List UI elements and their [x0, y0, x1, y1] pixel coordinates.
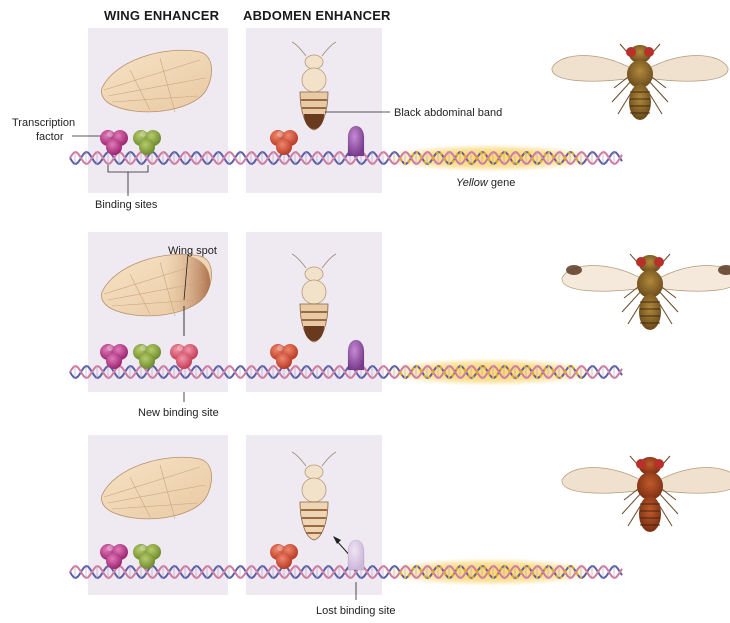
yellow-gene-label: Yellow gene — [456, 177, 515, 189]
wing-enhancer-header: WING ENHANCER — [104, 8, 220, 23]
fly-ancestral — [552, 44, 728, 120]
fly-no-band — [562, 456, 730, 532]
transcription-factor-label-line2: factor — [36, 131, 64, 143]
yellow-gene-glow — [380, 558, 600, 586]
fly-layer — [552, 44, 730, 532]
tf-purple — [348, 126, 364, 156]
transcription-factor-label-line1: Transcription — [12, 117, 75, 129]
wing-spot-label: Wing spot — [168, 245, 217, 257]
binding-sites-label: Binding sites — [95, 199, 158, 211]
tf-purple-lost — [348, 540, 364, 570]
yellow-gene-glow — [380, 358, 600, 386]
tf-purple — [348, 340, 364, 370]
new-binding-site-label: New binding site — [138, 407, 219, 419]
lost-binding-site-label: Lost binding site — [316, 605, 396, 617]
abdomen-enhancer-header: ABDOMEN ENHANCER — [243, 8, 391, 23]
yellow-gene-glow — [380, 144, 600, 172]
black-abdominal-band-label: Black abdominal band — [394, 107, 502, 119]
fly-spotted — [562, 254, 730, 330]
